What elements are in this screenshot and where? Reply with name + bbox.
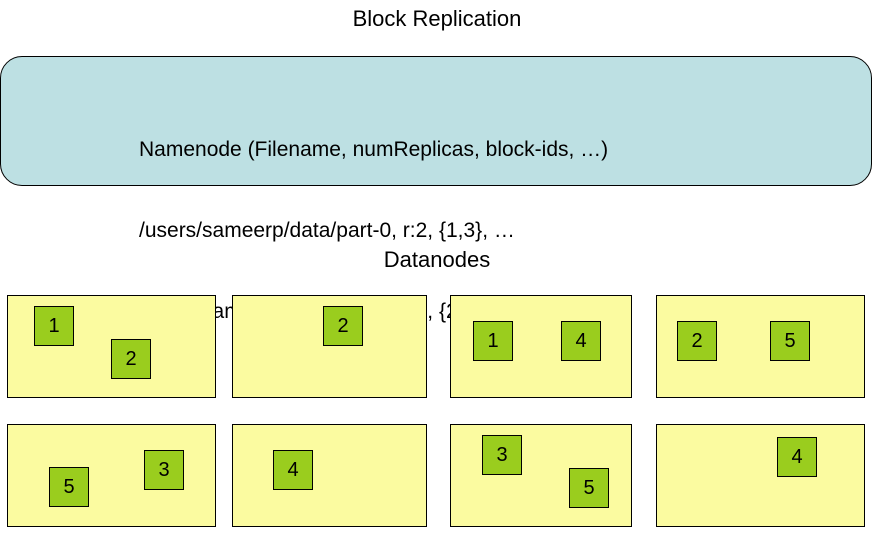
data-block[interactable]: 2	[323, 306, 363, 346]
datanode-box[interactable]: 4	[656, 424, 865, 527]
datanode-box[interactable]: 4	[232, 424, 427, 527]
namenode-header-line: Namenode (Filename, numReplicas, block-i…	[139, 138, 609, 161]
data-block[interactable]: 1	[473, 321, 513, 361]
datanode-box[interactable]: 2	[232, 295, 427, 398]
data-block[interactable]: 2	[677, 321, 717, 361]
data-block[interactable]: 1	[34, 306, 74, 346]
data-block[interactable]: 5	[569, 468, 609, 508]
data-block[interactable]: 4	[561, 321, 601, 361]
data-block[interactable]: 5	[49, 467, 89, 507]
data-block[interactable]: 3	[144, 450, 184, 490]
data-block[interactable]: 3	[482, 435, 522, 475]
data-block[interactable]: 4	[273, 450, 313, 490]
data-block[interactable]: 4	[777, 437, 817, 477]
data-block[interactable]: 5	[770, 321, 810, 361]
datanodes-section-label: Datanodes	[383, 247, 491, 272]
namenode-panel: Namenode (Filename, numReplicas, block-i…	[0, 56, 872, 323]
namenode-entry-part-0: /users/sameerp/data/part-0, r:2, {1,3}, …	[139, 219, 515, 242]
data-block[interactable]: 2	[111, 339, 151, 379]
page-title: Block Replication	[352, 6, 522, 31]
